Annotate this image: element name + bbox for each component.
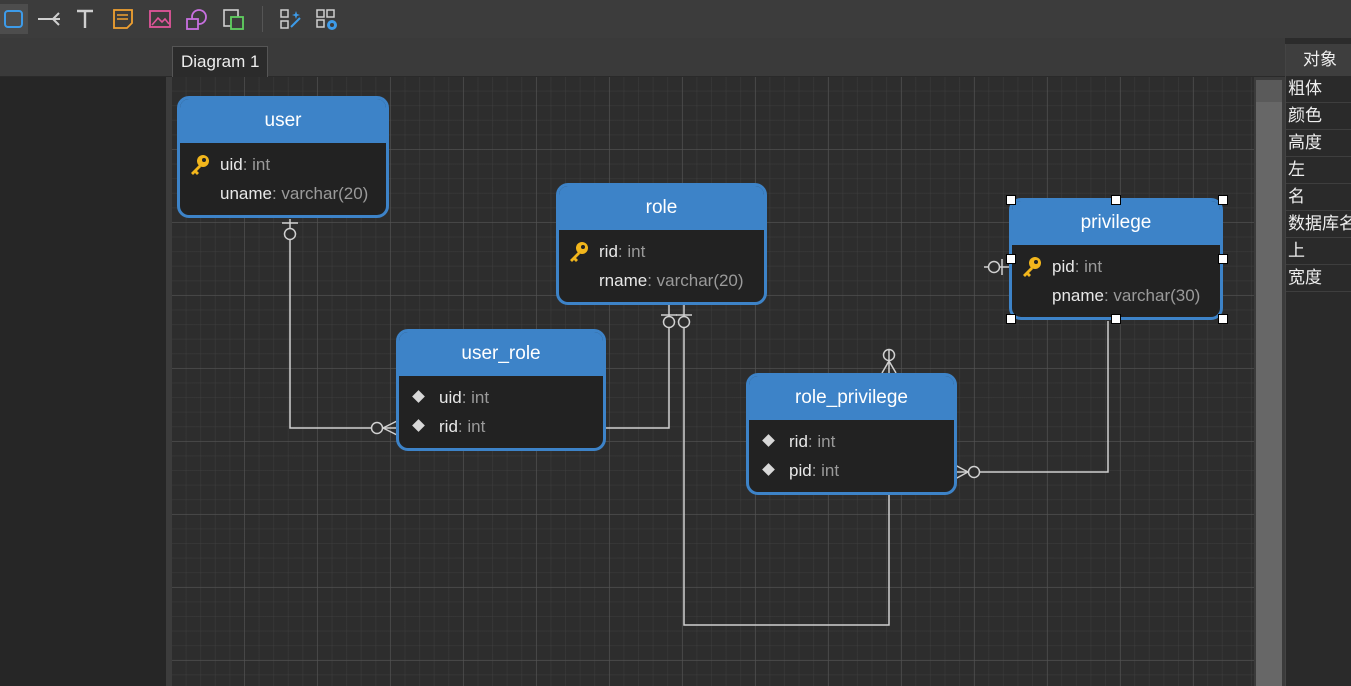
entity-attribute[interactable]: pid: int xyxy=(1012,252,1220,281)
attribute-type: : varchar(20) xyxy=(647,271,744,290)
resize-handle-ne[interactable] xyxy=(1218,195,1228,205)
primary-key-icon xyxy=(191,155,209,175)
entity-title: user xyxy=(180,99,386,143)
resize-handle-nw[interactable] xyxy=(1006,195,1016,205)
entity-attribute[interactable]: rname: varchar(20) xyxy=(559,266,764,295)
entity-privilege[interactable]: privilege pid: int pname: varchar(30) xyxy=(1009,198,1223,320)
foreign-key-diamond-icon xyxy=(762,463,775,476)
relation-privilege-role-privilege[interactable] xyxy=(954,321,1109,480)
text-icon xyxy=(77,9,93,28)
primary-key-icon xyxy=(1023,257,1041,277)
attribute-type: : varchar(30) xyxy=(1103,286,1201,305)
attribute-type: : int xyxy=(242,155,271,174)
select-tool-button[interactable] xyxy=(0,4,28,34)
foreign-key-diamond-icon xyxy=(412,390,425,403)
property-row-name[interactable]: 名 xyxy=(1286,184,1351,211)
auto-layout-tool-button[interactable] xyxy=(277,4,305,34)
property-row-bold[interactable]: 粗体 xyxy=(1286,76,1351,103)
relation-icon xyxy=(38,12,60,26)
diagram-settings-tool-button[interactable] xyxy=(313,4,341,34)
scrollbar-up-area[interactable] xyxy=(1256,80,1282,102)
relation-privilege-stub[interactable] xyxy=(984,259,1010,275)
diagram-gear-icon xyxy=(316,9,337,30)
entity-attribute[interactable]: pname: varchar(30) xyxy=(1012,281,1220,310)
primary-key-icon xyxy=(570,242,588,262)
toolbar-separator xyxy=(262,6,263,32)
entity-title: role xyxy=(559,186,764,230)
attribute-name: rid xyxy=(789,432,808,451)
entity-attribute[interactable]: pid: int xyxy=(749,456,954,485)
resize-handle-se[interactable] xyxy=(1218,314,1228,324)
tab-diagram-1[interactable]: Diagram 1 xyxy=(172,46,269,77)
entity-title: user_role xyxy=(399,332,603,376)
attribute-type: : int xyxy=(461,388,490,407)
note-tool-button[interactable] xyxy=(109,4,137,34)
property-row-left[interactable]: 左 xyxy=(1286,157,1351,184)
attribute-name: rid xyxy=(439,417,458,436)
entity-attribute[interactable]: rid: int xyxy=(559,237,764,266)
relation-tool-button[interactable] xyxy=(35,4,63,34)
attribute-type: : int xyxy=(1074,257,1103,276)
relation-user-user-role[interactable] xyxy=(282,219,398,436)
entity-user-role[interactable]: user_role uid: int rid: int xyxy=(396,329,606,451)
attribute-type: : int xyxy=(807,432,836,451)
attribute-name: rname xyxy=(599,271,648,290)
resize-handle-e[interactable] xyxy=(1218,254,1228,264)
property-row-top[interactable]: 上 xyxy=(1286,238,1351,265)
layer-tool-button[interactable] xyxy=(220,4,248,34)
select-icon xyxy=(4,10,23,28)
foreign-key-diamond-icon xyxy=(762,434,775,447)
note-icon xyxy=(113,9,133,29)
attribute-name: uname xyxy=(220,184,272,203)
scrollbar-thumb[interactable] xyxy=(1256,102,1282,686)
attribute-name: pid xyxy=(1052,257,1075,276)
attribute-type: : varchar(20) xyxy=(271,184,369,203)
relationship-lines xyxy=(282,219,1109,626)
attribute-name: pid xyxy=(789,461,812,480)
resize-handle-w[interactable] xyxy=(1006,254,1016,264)
image-tool-button[interactable] xyxy=(146,4,174,34)
shape-tool-button[interactable] xyxy=(183,4,211,34)
relation-role-role-privilege[interactable] xyxy=(676,304,897,626)
property-row-color[interactable]: 颜色 xyxy=(1286,103,1351,130)
attribute-name: pname xyxy=(1052,286,1104,305)
entity-user[interactable]: user uid: int uname: varchar(20) xyxy=(177,96,389,218)
attribute-name: uid xyxy=(220,155,243,174)
left-panel xyxy=(0,77,166,686)
entity-title: role_privilege xyxy=(749,376,954,420)
foreign-key-diamond-icon xyxy=(412,419,425,432)
entity-role-privilege[interactable]: role_privilege rid: int pid: int xyxy=(746,373,957,495)
diagram-canvas[interactable]: user uid: int uname: varchar(20) role ri… xyxy=(172,77,1254,686)
panel-splitter[interactable] xyxy=(166,77,172,686)
property-row-height[interactable]: 高度 xyxy=(1286,130,1351,157)
attribute-type: : int xyxy=(811,461,840,480)
property-row-database-name[interactable]: 数据库名 xyxy=(1286,211,1351,238)
entity-role[interactable]: role rid: int rname: varchar(20) xyxy=(556,183,767,305)
attribute-type: : int xyxy=(617,242,646,261)
entity-attribute[interactable]: uid: int xyxy=(180,150,386,179)
attribute-name: rid xyxy=(599,242,618,261)
entity-attribute[interactable]: uname: varchar(20) xyxy=(180,179,386,208)
property-row-width[interactable]: 宽度 xyxy=(1286,265,1351,292)
resize-handle-s[interactable] xyxy=(1111,314,1121,324)
image-icon xyxy=(149,10,171,28)
entity-attribute[interactable]: rid: int xyxy=(749,427,954,456)
entity-attribute[interactable]: rid: int xyxy=(399,412,603,441)
relation-role-user-role[interactable] xyxy=(606,304,677,429)
attribute-type: : int xyxy=(457,417,486,436)
toolbar xyxy=(0,0,1351,38)
resize-handle-n[interactable] xyxy=(1111,195,1121,205)
magic-wand-icon xyxy=(280,9,301,29)
resize-handle-sw[interactable] xyxy=(1006,314,1016,324)
shape-icon xyxy=(186,9,207,30)
entity-attribute[interactable]: uid: int xyxy=(399,383,603,412)
entity-title: privilege xyxy=(1012,201,1220,245)
layer-icon xyxy=(223,9,244,30)
properties-panel: 对象 粗体 颜色 高度 左 名 数据库名 上 宽度 xyxy=(1285,44,1351,686)
text-tool-button[interactable] xyxy=(71,4,99,34)
properties-panel-title[interactable]: 对象 xyxy=(1286,44,1351,76)
attribute-name: uid xyxy=(439,388,462,407)
